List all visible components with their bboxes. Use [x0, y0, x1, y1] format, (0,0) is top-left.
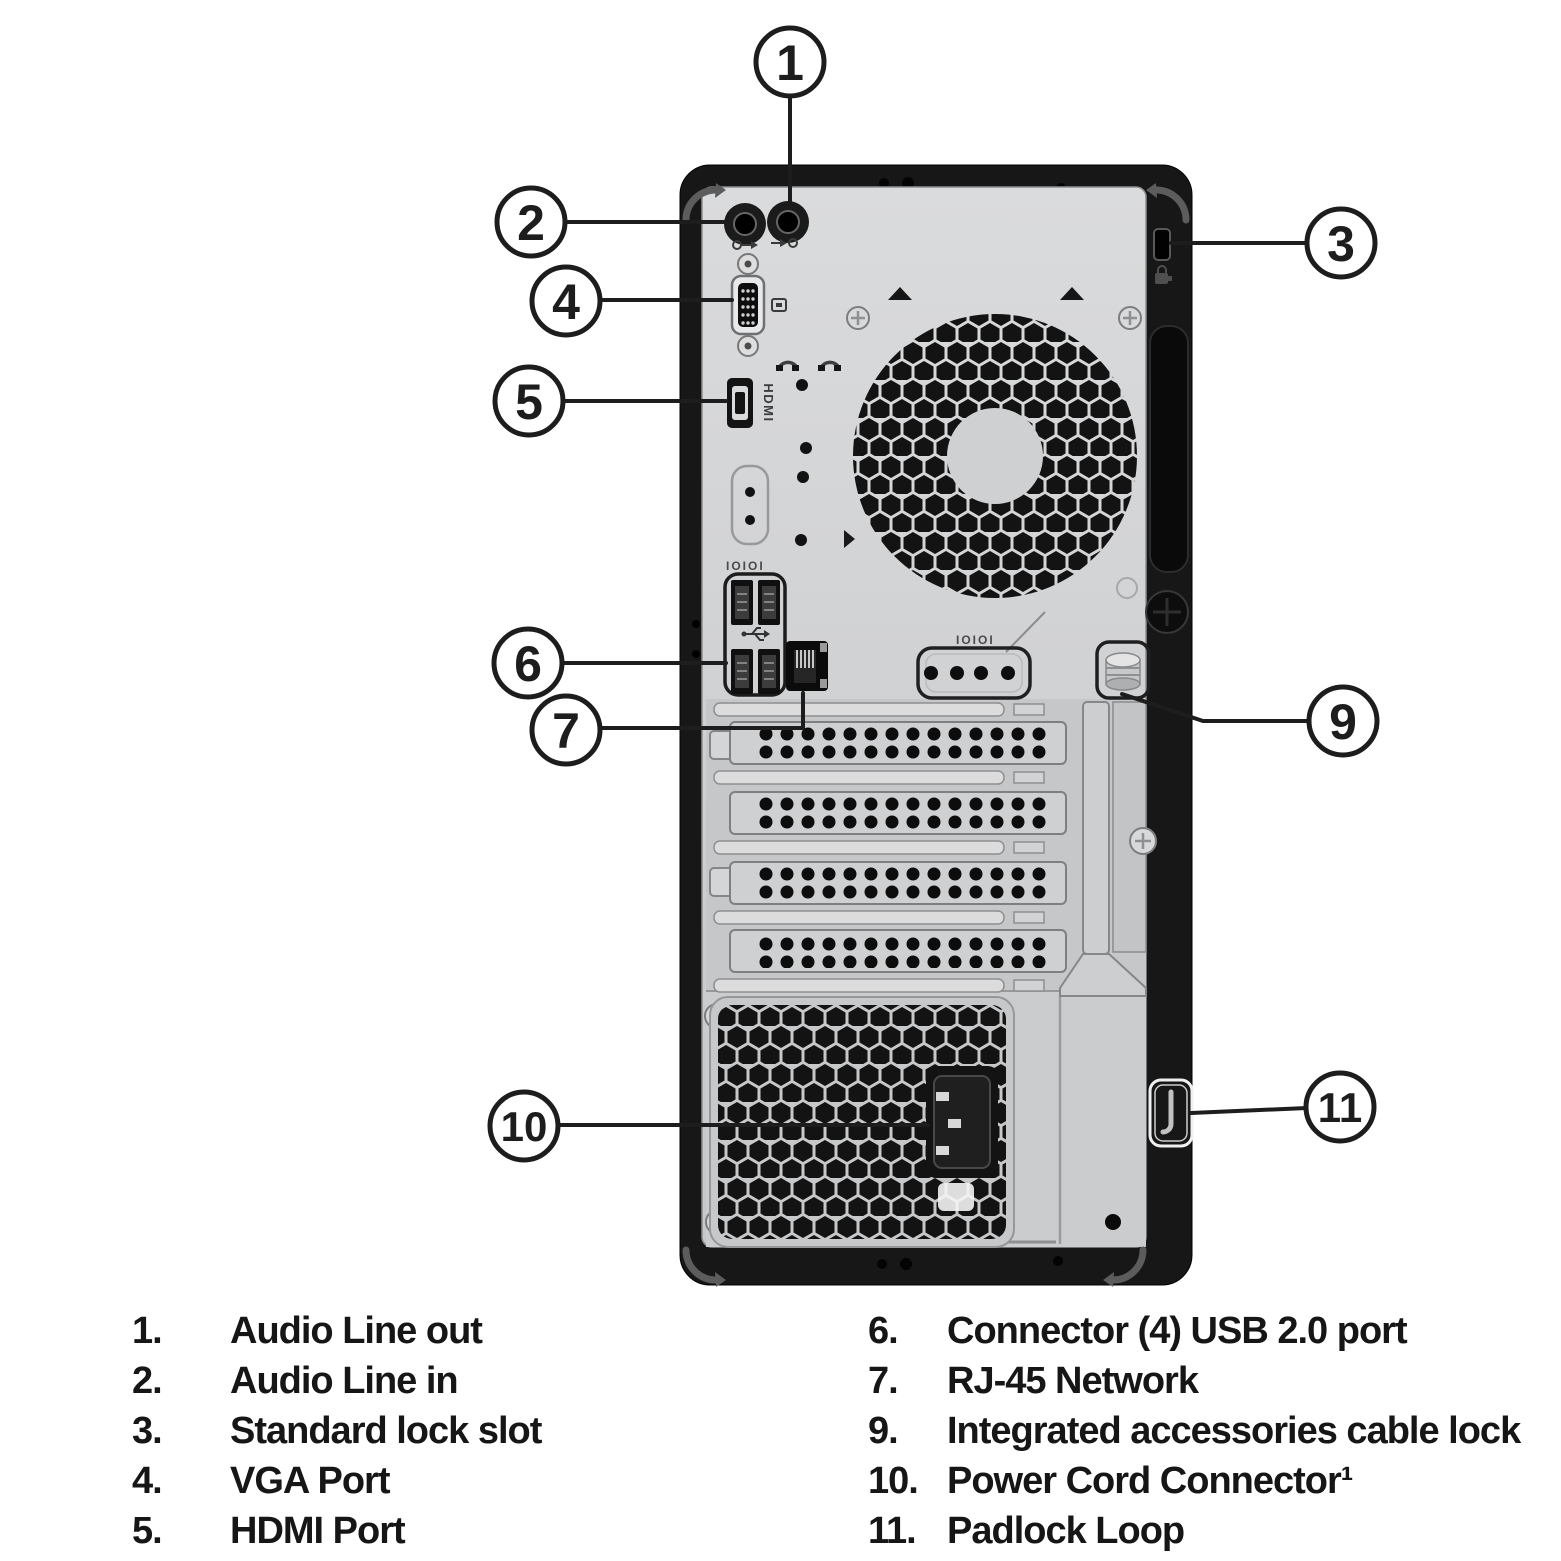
callout-1-number: 1 — [776, 35, 804, 91]
slot-cover — [729, 861, 1067, 905]
vga-port — [730, 253, 766, 357]
legend-item: 9. Integrated accessories cable lock — [868, 1406, 1521, 1456]
legend-number: 5. — [132, 1510, 163, 1552]
hdmi-label: HDMI — [761, 383, 776, 422]
legend-item: 3. Standard lock slot — [132, 1406, 542, 1456]
legend-item: 6. Connector (4) USB 2.0 port — [868, 1306, 1520, 1356]
legend-label: VGA Port — [230, 1460, 391, 1502]
legend-item: 5. HDMI Port — [132, 1506, 541, 1556]
legend-label: Connector (4) USB 2.0 port — [947, 1310, 1408, 1352]
legend-number: 3. — [132, 1410, 163, 1452]
slot-cover — [729, 721, 1067, 765]
legend-right-column: 6. Connector (4) USB 2.0 port 7. RJ-45 N… — [868, 1306, 1521, 1556]
slot-cover — [729, 791, 1067, 835]
callout-leader-lines — [555, 94, 1311, 1127]
callout-5: 5 — [492, 364, 566, 438]
legend-label: Audio Line in — [230, 1360, 459, 1402]
legend-number: 1. — [132, 1310, 163, 1352]
legend-label: HDMI Port — [230, 1510, 406, 1552]
legend-number: 6. — [868, 1310, 899, 1352]
callout-3: 3 — [1304, 206, 1378, 280]
audio-line-out-jack — [767, 201, 809, 243]
legend-label: Integrated accessories cable lock — [947, 1410, 1521, 1452]
rj45-port — [786, 641, 828, 691]
legend-number: 4. — [132, 1460, 163, 1502]
legend-left-column: 1. Audio Line out 2. Audio Line in 3. St… — [132, 1306, 542, 1556]
slot-cover — [729, 929, 1067, 973]
corner-bracket-decorations — [682, 183, 1190, 1287]
legend-item: 1. Audio Line out — [132, 1306, 541, 1356]
usb-port — [758, 580, 780, 625]
usb-trident-icon — [741, 627, 770, 641]
main-fan-grille — [853, 314, 1137, 598]
legend-label: Padlock Loop — [947, 1510, 1185, 1552]
callout-2-number: 2 — [517, 195, 545, 251]
callout-11-number: 11 — [1318, 1084, 1362, 1131]
slot-rails — [713, 702, 1045, 993]
audio-line-out-icon — [771, 238, 798, 248]
callout-9-line — [1120, 692, 1311, 723]
side-handle-indent — [1149, 325, 1189, 573]
legend-label: RJ-45 Network — [947, 1360, 1199, 1402]
legend-number: 11. — [868, 1510, 917, 1552]
callout-4-number: 4 — [552, 274, 580, 330]
callout-2: 2 — [494, 185, 568, 259]
callout-10-number: 10 — [501, 1103, 548, 1150]
callout-9-number: 9 — [1329, 694, 1357, 750]
callout-10: 10 — [487, 1089, 561, 1163]
psu-fan-grille — [709, 996, 1015, 1248]
port-knockout — [730, 464, 770, 546]
security-lock-slot — [1153, 228, 1171, 261]
thumbscrew — [1145, 590, 1189, 634]
serial-label-top: IOIOI — [726, 559, 765, 573]
serial-label-mid: IOIOI — [956, 633, 995, 647]
slot-retention-bracket — [1059, 701, 1157, 997]
callout-11: 11 — [1303, 1070, 1377, 1144]
usb-port — [758, 649, 780, 694]
callout-7-number: 7 — [552, 703, 580, 759]
monitor-icon — [771, 298, 787, 312]
legend-label: Power Cord Connector¹ — [947, 1460, 1353, 1502]
legend-item: 2. Audio Line in — [132, 1356, 541, 1406]
callout-7: 7 — [529, 693, 603, 767]
expansion-slots — [709, 701, 1157, 997]
legend-number: 7. — [868, 1360, 899, 1402]
callout-5-number: 5 — [515, 374, 543, 430]
legend-item: 7. RJ-45 Network — [868, 1356, 1520, 1406]
legend-label: Standard lock slot — [230, 1410, 542, 1452]
callout-7-line — [598, 691, 805, 730]
legend-item: 10. Power Cord Connector¹ — [868, 1456, 1520, 1506]
power-inlet — [926, 1066, 998, 1178]
hdmi-port: HDMI — [727, 378, 776, 428]
legend-label: Audio Line out — [230, 1310, 483, 1352]
legend-number: 9. — [868, 1410, 899, 1452]
callout-6: 6 — [491, 626, 565, 700]
psu-screw-hole — [1105, 1214, 1121, 1230]
legend-item: 11. Padlock Loop — [868, 1506, 1520, 1556]
audio-line-in-icon — [732, 240, 758, 250]
usb-ports — [723, 572, 787, 697]
usb-port — [731, 580, 753, 625]
audio-line-in-jack — [724, 203, 766, 245]
lock-icon — [1155, 265, 1172, 284]
panel-screw-holes — [776, 287, 1084, 548]
callout-6-number: 6 — [514, 636, 542, 692]
psu-highlight-tab — [938, 1183, 974, 1211]
callout-1: 1 — [753, 25, 827, 99]
serial-knockout: IOIOI — [916, 611, 1046, 700]
callout-3-number: 3 — [1327, 216, 1355, 272]
legend-number: 2. — [132, 1360, 163, 1402]
cable-lock-knob — [1095, 640, 1151, 700]
callout-4: 4 — [529, 264, 603, 338]
legend-number: 10. — [868, 1460, 919, 1502]
callout-11-line — [1189, 1106, 1309, 1115]
usb-port — [731, 649, 753, 694]
legend-item: 4. VGA Port — [132, 1456, 541, 1506]
callout-9: 9 — [1306, 684, 1380, 758]
